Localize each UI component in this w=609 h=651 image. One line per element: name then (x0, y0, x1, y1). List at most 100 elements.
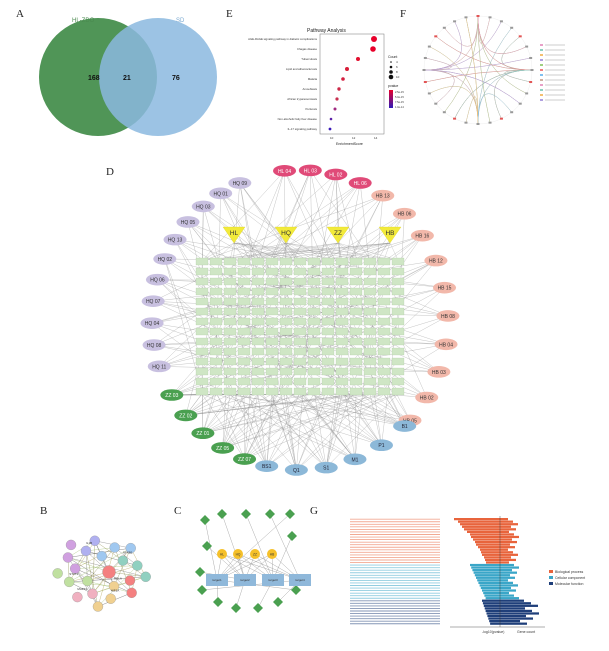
target-node (335, 277, 349, 286)
target-node (293, 387, 307, 396)
network-edge (257, 242, 287, 261)
compound-node (415, 391, 439, 404)
target-node (251, 297, 265, 306)
network-edge (201, 300, 447, 345)
target-node (377, 367, 391, 376)
target-node (293, 317, 307, 326)
compound-node (284, 464, 308, 476)
compound-node (174, 409, 198, 422)
chord-node (488, 16, 492, 19)
target-node (363, 287, 377, 296)
pathway-dot (328, 127, 332, 131)
go-bar-left (458, 520, 500, 523)
target-node (279, 257, 293, 266)
go-bar-right (500, 622, 527, 625)
go-bar-right (500, 614, 526, 618)
network-edge (153, 290, 231, 346)
network-edge (229, 280, 439, 373)
network-edge (201, 195, 383, 292)
network-edge (271, 300, 382, 446)
chord-link (477, 93, 512, 125)
panel-letter-e: E (226, 8, 233, 20)
network-edge (326, 393, 343, 468)
network-edge (326, 380, 343, 468)
compound-label: HQ 07 (146, 299, 161, 305)
ppi-node (89, 535, 100, 546)
compound-label: HQ 02 (158, 257, 173, 263)
chord-node (529, 81, 533, 84)
c-edge (216, 553, 273, 581)
network-edge (201, 195, 383, 262)
compound-label: HQ 06 (150, 278, 165, 284)
chord-link (477, 15, 527, 54)
network-edge (266, 393, 273, 467)
network-edge (153, 301, 343, 312)
target-node (377, 267, 391, 276)
chord-link (477, 15, 527, 94)
network-edge (187, 221, 231, 392)
target-node (321, 347, 335, 356)
network-edge (369, 260, 436, 302)
network-edge (299, 393, 327, 468)
target-node (321, 367, 335, 376)
target-node (293, 367, 307, 376)
network-edge (244, 393, 301, 460)
target-node (223, 287, 237, 296)
compound-label: HB 06 (397, 212, 411, 218)
target-node (307, 337, 321, 346)
compound-node (433, 281, 457, 294)
network-edge (257, 390, 327, 468)
target-node (223, 267, 237, 276)
target-node (377, 287, 391, 296)
target-node (223, 357, 237, 366)
c-herb (250, 549, 260, 559)
network-edge (243, 320, 356, 460)
network-edge (257, 174, 336, 332)
network-edge (215, 242, 339, 261)
compound-node (392, 207, 416, 220)
compound-label: ZZ 03 (165, 393, 178, 399)
network-edge (202, 393, 385, 434)
target-node (307, 297, 321, 306)
network-edge (285, 242, 371, 261)
network-edge (157, 279, 231, 342)
network-edge (164, 258, 203, 392)
c-target (262, 574, 284, 586)
network-edge (335, 174, 343, 292)
target-node (307, 377, 321, 386)
go-bar-left (474, 574, 500, 577)
target-node (223, 347, 237, 356)
chord-link (423, 21, 462, 71)
target-node (335, 267, 349, 276)
c-edge (221, 553, 246, 581)
compound-label: HQ 09 (233, 181, 248, 187)
network-edge (201, 170, 285, 262)
chord-node (476, 15, 480, 17)
c-edge (271, 553, 301, 581)
compound-label: ZZ 07 (238, 457, 251, 463)
target-node (279, 337, 293, 346)
chord-link (465, 96, 479, 125)
chord-link (423, 21, 502, 71)
network-edge (326, 350, 343, 468)
ppi-edge (69, 576, 146, 583)
ppi-edge (87, 547, 115, 582)
target-node (391, 277, 405, 286)
pathway-label: AGE-RAGE signaling pathway in diabetic c… (248, 37, 317, 41)
network-edge (244, 393, 399, 460)
legend-count-dot (390, 61, 392, 63)
network-edge (341, 270, 449, 317)
network-edge (201, 182, 361, 352)
go-bar-right (500, 540, 517, 544)
target-node (237, 267, 251, 276)
target-node (195, 277, 209, 286)
go-bar-right (500, 579, 508, 582)
compound-node (427, 366, 451, 378)
ppi-edge (108, 547, 131, 573)
target-node (391, 337, 405, 346)
ppi-edge (114, 547, 138, 566)
target-node (209, 257, 223, 266)
ppi-edge (67, 540, 95, 558)
